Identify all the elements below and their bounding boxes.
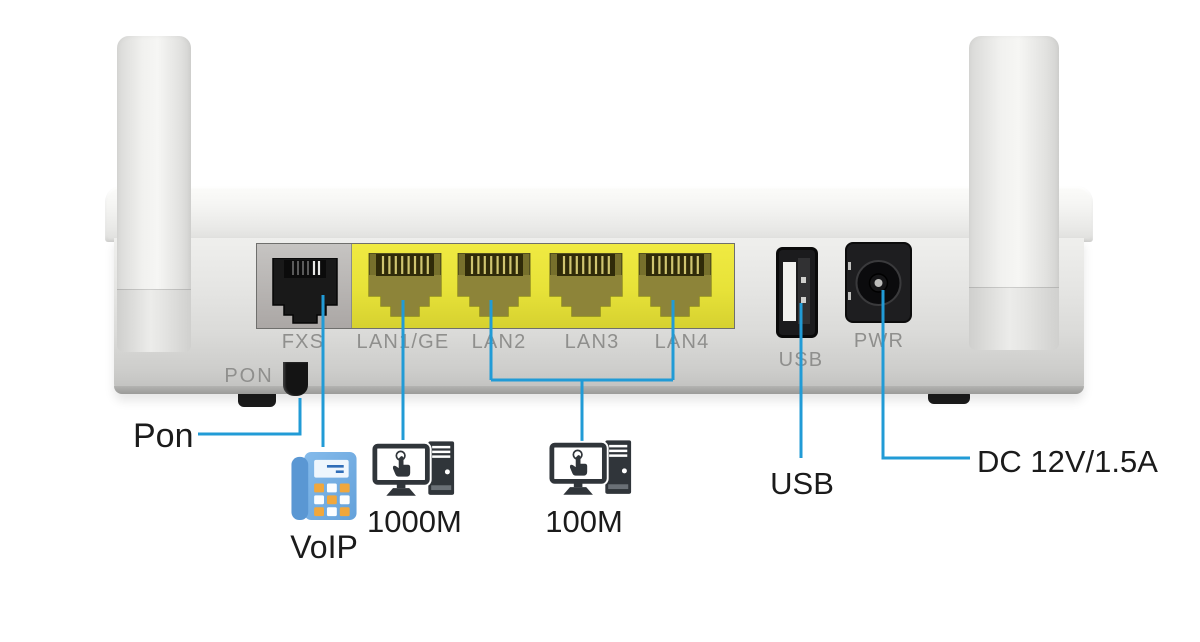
annotation-voip-label: VoIP	[290, 529, 358, 565]
rj11-jack-icon	[272, 258, 338, 324]
printed-label-pon: PON	[224, 365, 274, 387]
lan4-port	[638, 253, 712, 317]
printed-label-lan1: LAN1/GE	[356, 331, 450, 353]
printed-label-pwr: PWR	[853, 330, 905, 352]
printed-label-lan2: LAN2	[471, 331, 527, 353]
printed-label-lan4: LAN4	[654, 331, 710, 353]
router-top-lip	[105, 186, 1093, 242]
printed-label-lan3: LAN3	[564, 331, 620, 353]
annotation-pon-label: Pon	[133, 417, 194, 455]
desktop-computer-icon	[372, 441, 455, 496]
lan2-port	[457, 253, 531, 317]
power-jack	[845, 242, 912, 323]
annotation-usb-label: USB	[770, 466, 834, 501]
lan1-port	[368, 253, 442, 317]
left-antenna	[117, 36, 191, 352]
lan-ports-block	[352, 244, 734, 328]
desktop-computer-icon	[549, 440, 632, 495]
usb-port	[776, 247, 818, 338]
annotation-100m-label: 100M	[545, 504, 623, 539]
pon-port	[283, 362, 308, 396]
fxs-port	[257, 244, 352, 328]
annotation-power-label: DC 12V/1.5A	[977, 444, 1158, 479]
printed-label-usb: USB	[778, 349, 824, 371]
port-recess	[256, 243, 735, 329]
printed-label-fxs: FXS	[281, 331, 325, 353]
right-antenna	[969, 36, 1059, 350]
lan3-port	[549, 253, 623, 317]
annotation-1000m-label: 1000M	[367, 504, 462, 539]
voip-phone-icon	[291, 451, 357, 521]
